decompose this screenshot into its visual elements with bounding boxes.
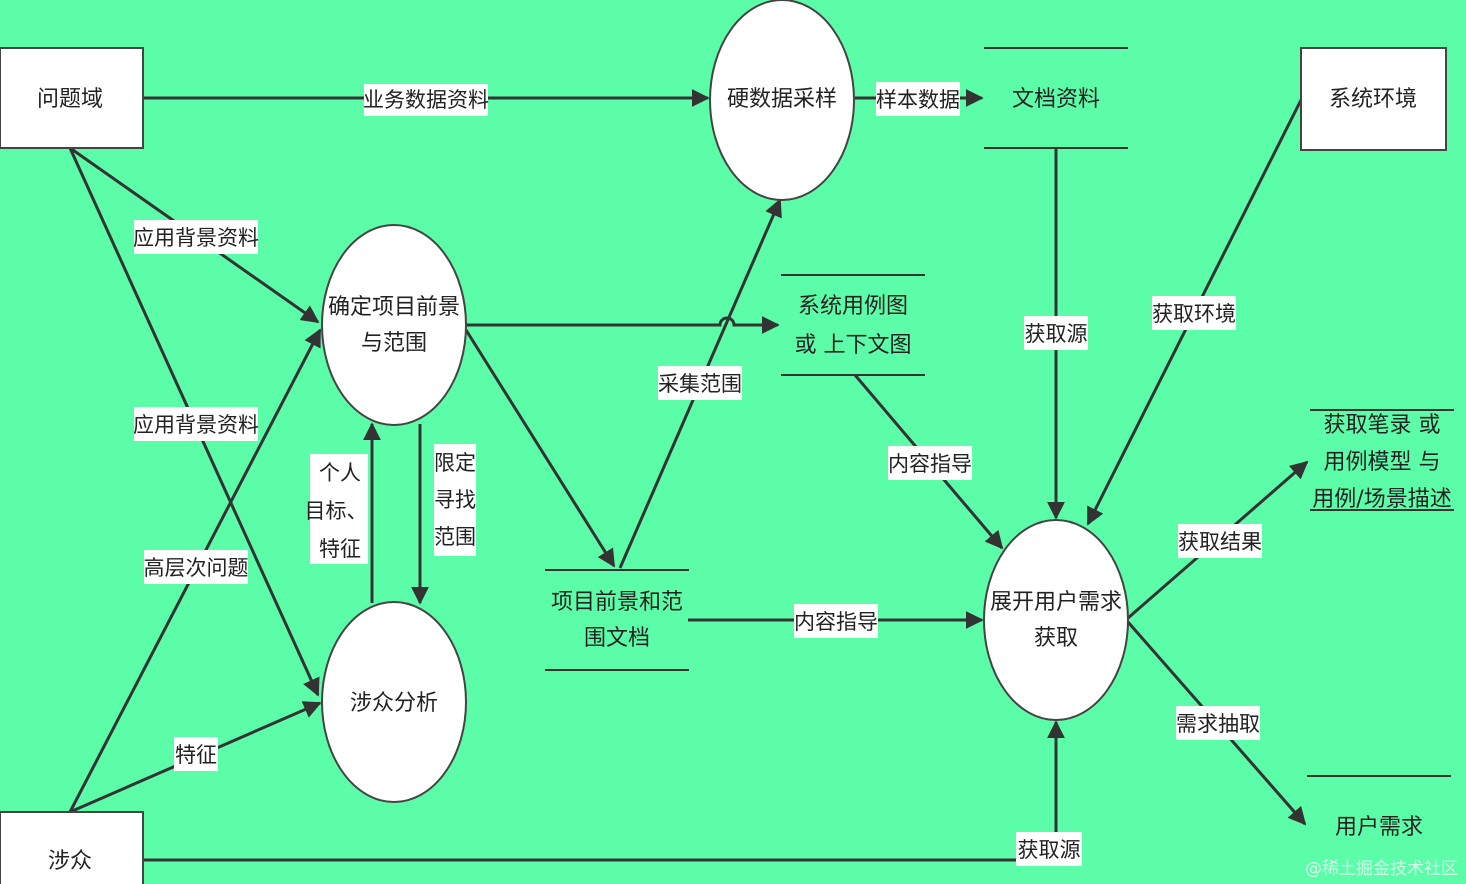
- watermark: @稀土掘金技术社区: [1305, 859, 1458, 879]
- process-elicit-line2: 获取: [1034, 626, 1078, 651]
- store-use-case-models-line1: 获取笔录 或: [1324, 413, 1441, 438]
- label-business-data: 业务数据资料: [363, 88, 489, 112]
- store-use-case-models-line2: 用例模型 与: [1324, 450, 1441, 475]
- label-personal-goals-2: 目标、: [305, 499, 368, 523]
- label-app-bg-2: 应用背景资料: [133, 413, 259, 437]
- label-req-extract: 需求抽取: [1176, 712, 1260, 736]
- process-scope-line2: 与范围: [361, 331, 427, 356]
- label-get-env: 获取环境: [1152, 302, 1236, 326]
- label-app-bg-1: 应用背景资料: [133, 226, 259, 250]
- entity-problem-domain-label: 问题域: [37, 87, 103, 112]
- label-get-source-1: 获取源: [1025, 322, 1088, 346]
- store-vision-doc-line2: 围文档: [584, 626, 650, 651]
- entity-system-env-label: 系统环境: [1329, 87, 1417, 112]
- label-collect-scope: 采集范围: [658, 372, 742, 396]
- process-elicit: 展开用户需求 获取: [983, 519, 1129, 721]
- store-user-req-label: 用户需求: [1335, 815, 1423, 840]
- process-stakeholder-analysis: 涉众分析: [321, 601, 467, 803]
- label-traits: 特征: [175, 743, 217, 767]
- entity-stakeholders: 涉众: [0, 811, 144, 884]
- label-content-guide-2: 内容指导: [794, 610, 878, 634]
- process-hard-data: 硬数据采样: [709, 0, 855, 201]
- edge-to-usecase: [466, 316, 780, 334]
- store-use-case: 系统用例图 或 上下文图: [781, 274, 925, 376]
- edge-get-source-2: [143, 720, 1065, 862]
- label-personal-goals-1: 个人: [319, 461, 361, 485]
- edges: [68, 89, 1309, 862]
- entity-problem-domain: 问题域: [0, 47, 144, 149]
- store-user-req: 用户需求: [1307, 775, 1451, 840]
- store-documents: 文档资料: [984, 47, 1128, 149]
- store-use-case-line2: 或 上下文图: [795, 333, 912, 358]
- process-scope-line1: 确定项目前景: [328, 295, 460, 320]
- label-high-level: 高层次问题: [144, 556, 249, 580]
- store-use-case-line1: 系统用例图: [798, 294, 908, 319]
- store-use-case-models-line3: 用例/场景描述: [1312, 487, 1451, 512]
- edge-labels: 业务数据资料 应用背景资料 应用背景资料 高层次问题 特征 个人 目标、 特征 …: [133, 82, 1262, 866]
- process-elicit-line1: 展开用户需求: [990, 590, 1122, 615]
- store-vision-doc: 项目前景和范 围文档: [545, 569, 689, 671]
- edge-to-vision-doc: [464, 329, 616, 568]
- process-hard-data-label: 硬数据采样: [727, 87, 837, 112]
- entity-system-env: 系统环境: [1300, 47, 1447, 151]
- label-limit-scope-3: 范围: [434, 525, 476, 549]
- label-get-result: 获取结果: [1178, 530, 1262, 554]
- label-limit-scope-1: 限定: [434, 451, 476, 475]
- label-personal-goals-3: 特征: [319, 537, 361, 561]
- label-get-source-2: 获取源: [1018, 838, 1081, 862]
- store-use-case-models: 获取笔录 或 用例模型 与 用例/场景描述: [1310, 409, 1454, 512]
- process-scope: 确定项目前景 与范围: [321, 224, 467, 426]
- label-sample-data: 样本数据: [876, 88, 960, 112]
- store-documents-label: 文档资料: [1012, 87, 1100, 112]
- label-limit-scope-2: 寻找: [434, 488, 476, 512]
- label-content-guide-1: 内容指导: [888, 452, 972, 476]
- entity-stakeholders-label: 涉众: [48, 849, 92, 874]
- store-vision-doc-line1: 项目前景和范: [551, 590, 683, 615]
- process-stakeholder-analysis-label: 涉众分析: [350, 691, 438, 716]
